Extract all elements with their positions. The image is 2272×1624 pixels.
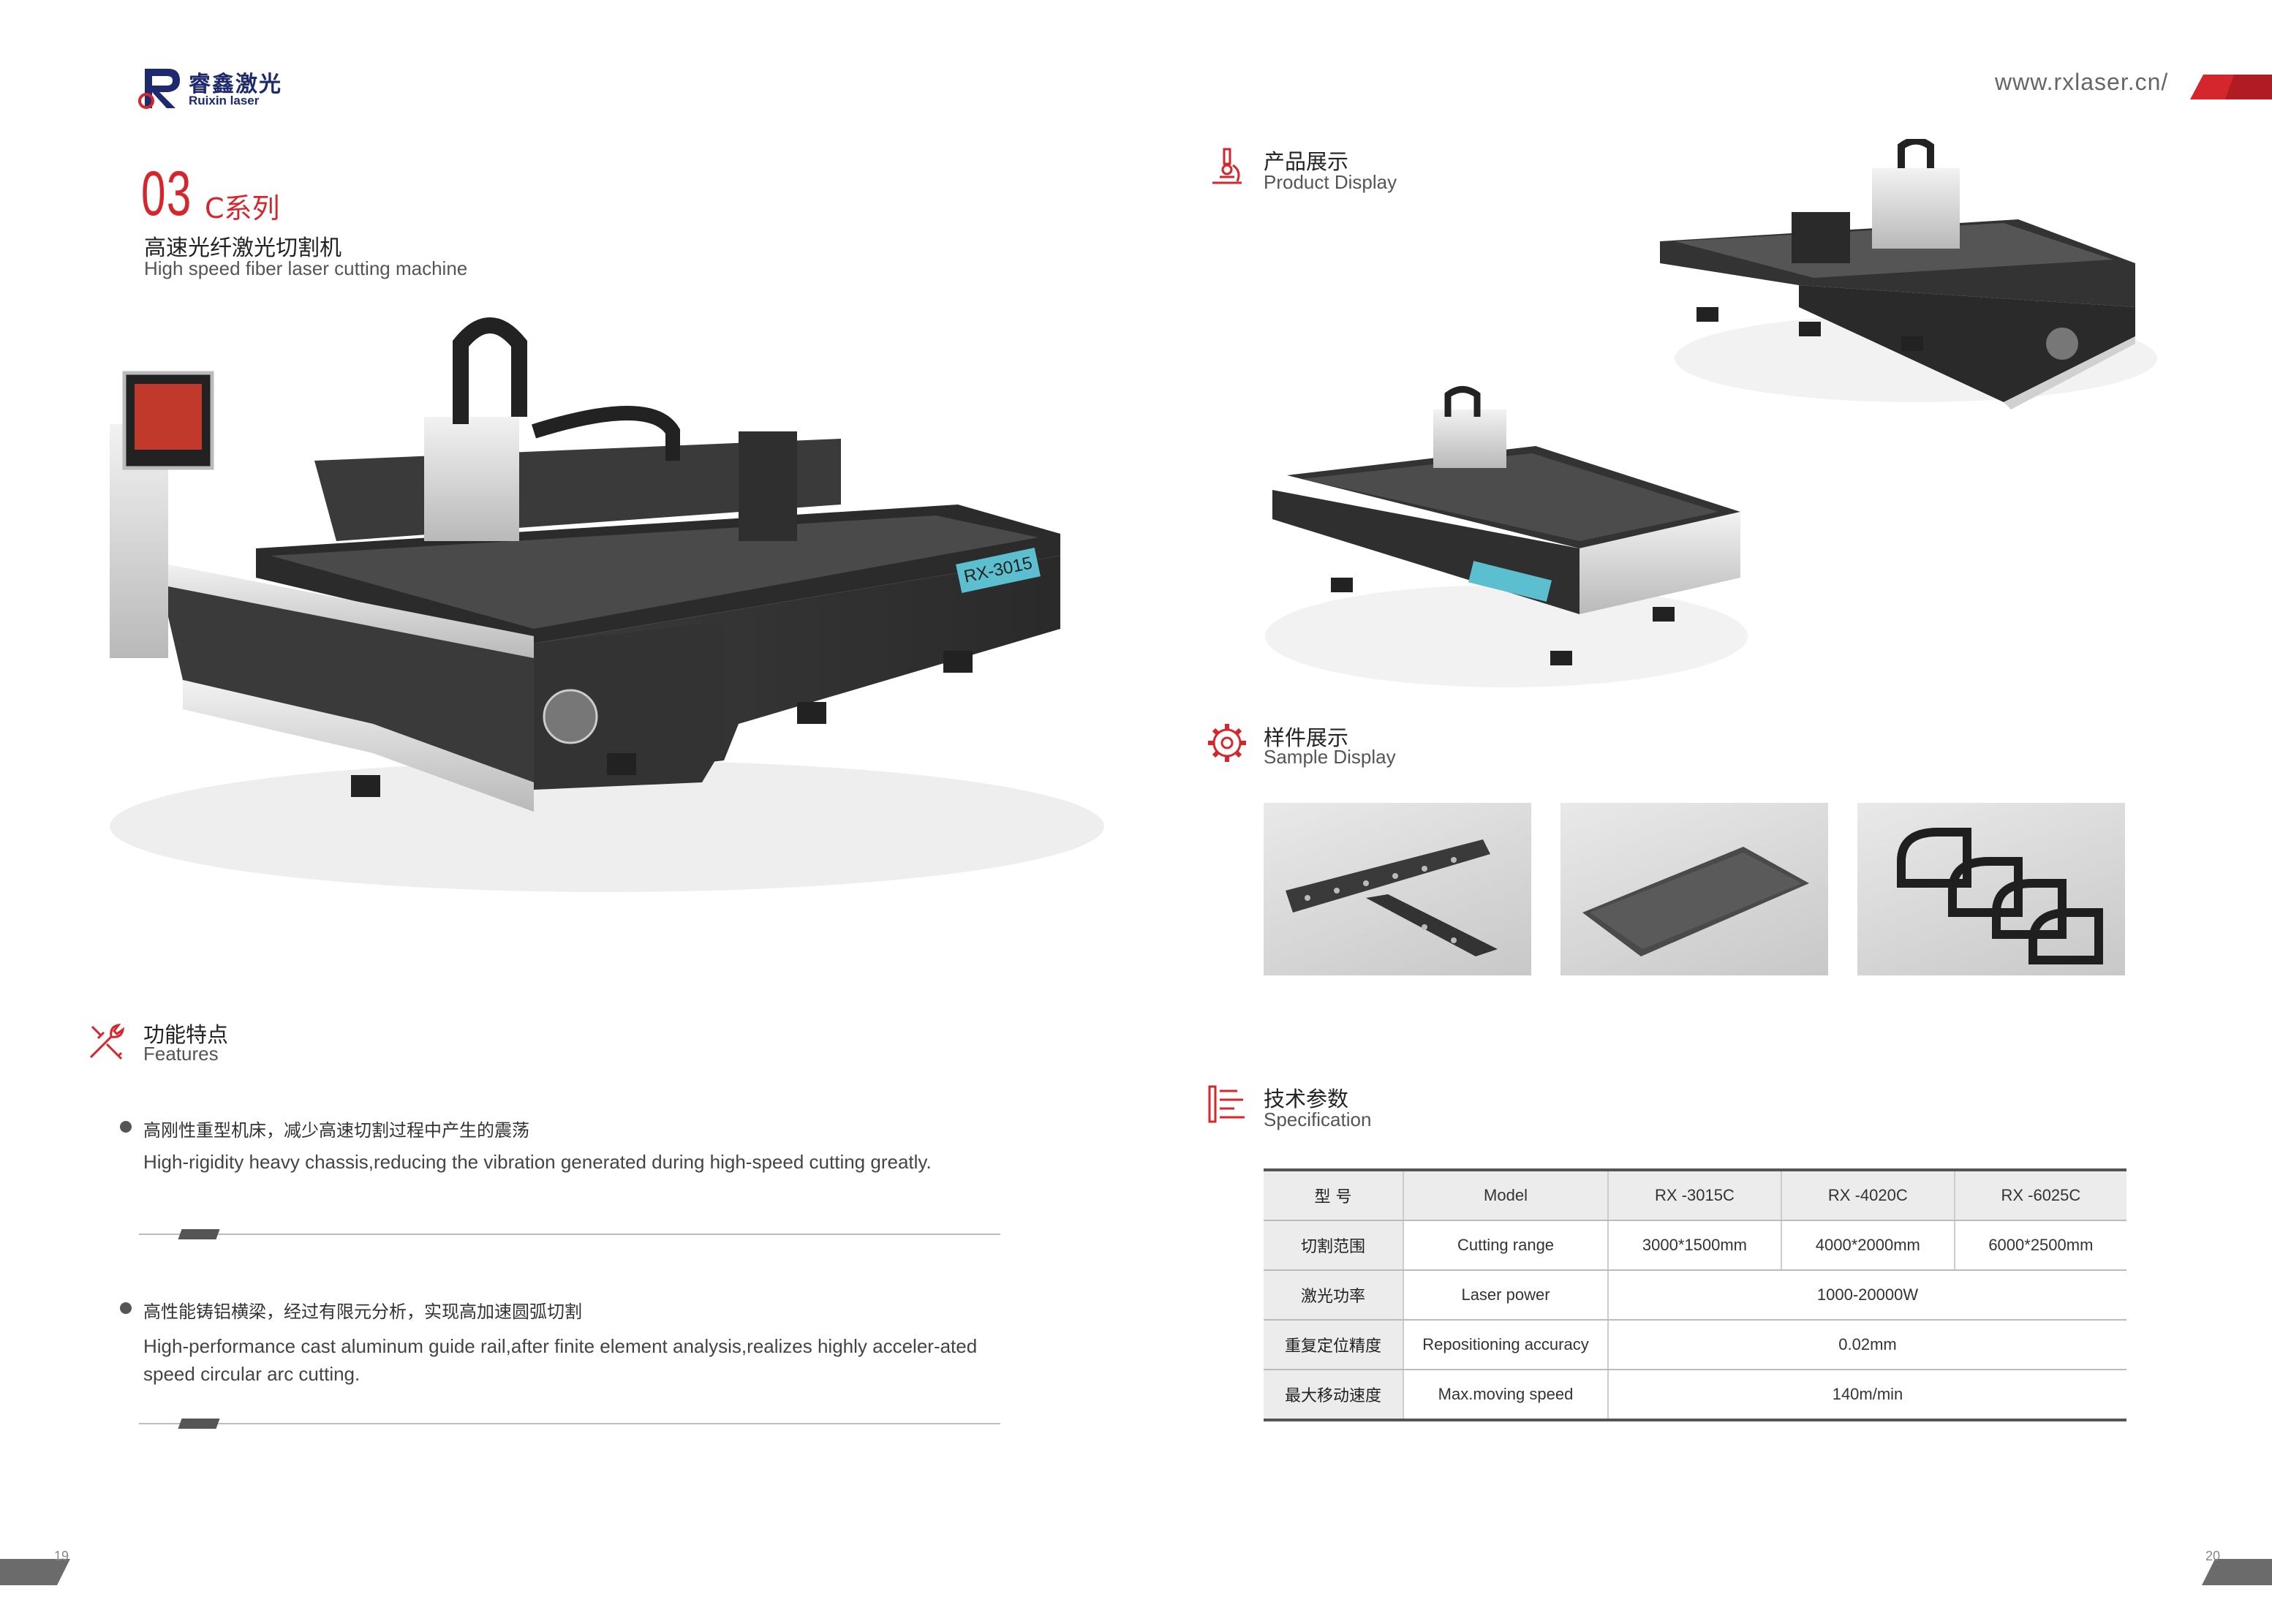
spec-label-en-cell: Max.moving speed <box>1403 1370 1609 1421</box>
series-number: 03 <box>141 159 192 229</box>
sample-image-bracket <box>1264 803 1531 975</box>
spec-header-cell: RX -4020C <box>1781 1168 1955 1221</box>
page-corner-bar-right <box>2202 1559 2272 1585</box>
spec-header-cell: 型 号 <box>1264 1168 1404 1221</box>
spec-label-cell: 切割范围 <box>1264 1220 1404 1271</box>
spec-label-en-cell: Laser power <box>1403 1270 1609 1321</box>
sample-display-title-cn: 样件展示 <box>1264 725 1349 750</box>
website-url[interactable]: www.rxlaser.cn/ <box>1995 69 2169 95</box>
divider-tab <box>178 1229 220 1239</box>
sample-image-plate <box>1560 803 1828 975</box>
features-title-cn: 功能特点 <box>143 1022 229 1047</box>
spec-title-cn: 技术参数 <box>1264 1087 1349 1111</box>
spec-row-repositioning: 重复定位精度 Repositioning accuracy 0.02mm <box>1264 1320 2126 1370</box>
spec-value-cell: 4000*2000mm <box>1781 1220 1955 1271</box>
product-display-title-en: Product Display <box>1264 171 1397 193</box>
divider-tab <box>178 1419 220 1429</box>
ruixin-logo-icon <box>138 69 180 109</box>
product-title-en: High speed fiber laser cutting machine <box>144 257 468 279</box>
laser-cutting-machine-image: RX-3015 <box>110 317 1104 892</box>
spec-header-cell: RX -3015C <box>1608 1168 1782 1221</box>
feature-divider <box>139 1234 1000 1235</box>
spec-title-en: Specification <box>1264 1109 1372 1130</box>
feature-1-cn: 高刚性重型机床，减少高速切割过程中产生的震荡 <box>143 1120 529 1141</box>
spec-label-cell: 最大移动速度 <box>1264 1370 1404 1421</box>
product-display-title-cn: 产品展示 <box>1264 149 1349 174</box>
spec-header-cell: Model <box>1403 1168 1609 1221</box>
spec-header-row: 型 号 Model RX -3015C RX -4020C RX -6025C <box>1264 1168 2126 1221</box>
product-title-cn: 高速光纤激光切割机 <box>144 235 341 261</box>
machine-view-2-image <box>1265 386 1748 687</box>
series-name: C系列 <box>205 192 280 224</box>
spec-value-cell: 6000*2500mm <box>1954 1220 2126 1271</box>
spec-label-cell: 重复定位精度 <box>1264 1320 1404 1370</box>
features-title-en: Features <box>143 1043 219 1065</box>
spec-row-max-speed: 最大移动速度 Max.moving speed 140m/min <box>1264 1370 2126 1421</box>
spec-label-en-cell: Repositioning accuracy <box>1403 1320 1609 1370</box>
feature-divider <box>139 1423 1000 1424</box>
spec-value-cell: 140m/min <box>1608 1370 2126 1421</box>
spec-value-cell: 0.02mm <box>1608 1320 2126 1370</box>
sample-display-title-en: Sample Display <box>1264 746 1396 768</box>
brand-name-en: Ruixin laser <box>189 94 260 107</box>
spec-list-icon <box>1208 1085 1245 1123</box>
gear-icon <box>1208 724 1246 762</box>
page-number-right: 20 <box>2205 1549 2221 1563</box>
feature-2-cn: 高性能铸铝横梁，经过有限元分析，实现高加速圆弧切割 <box>143 1302 582 1322</box>
spec-label-en-cell: Cutting range <box>1403 1220 1609 1271</box>
header-accent-bar <box>2190 75 2272 99</box>
page-corner-bar-left <box>0 1559 70 1585</box>
spec-value-cell: 1000-20000W <box>1608 1270 2126 1321</box>
spec-row-cutting-range: 切割范围 Cutting range 3000*1500mm 4000*2000… <box>1264 1220 2126 1271</box>
tools-icon <box>89 1023 125 1060</box>
feature-1-en: High-rigidity heavy chassis,reducing the… <box>143 1151 932 1173</box>
brand-name-cn: 睿鑫激光 <box>189 72 282 97</box>
spec-value-cell: 3000*1500mm <box>1608 1220 1782 1271</box>
machine-view-1-image <box>1660 139 2157 409</box>
sample-image-loops <box>1857 803 2125 975</box>
spec-row-laser-power: 激光功率 Laser power 1000-20000W <box>1264 1270 2126 1321</box>
feature-bullet <box>120 1302 132 1314</box>
spec-header-cell: RX -6025C <box>1954 1168 2126 1221</box>
feature-bullet <box>120 1121 132 1133</box>
feature-2-en: High-performance cast aluminum guide rai… <box>143 1335 978 1385</box>
microscope-icon <box>1212 148 1242 184</box>
spec-label-cell: 激光功率 <box>1264 1270 1404 1321</box>
spec-table: 型 号 Model RX -3015C RX -4020C RX -6025C … <box>1264 1168 2126 1421</box>
page-number-left: 19 <box>54 1549 69 1563</box>
